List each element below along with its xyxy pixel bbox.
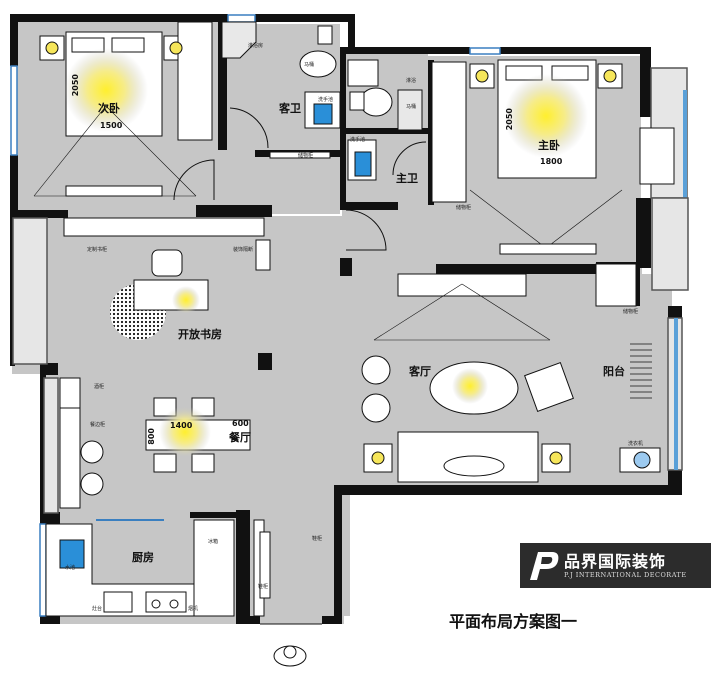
- master-bath-fixtures: [347, 59, 423, 181]
- label-storage-master: 储物柜: [456, 205, 472, 211]
- windows: [10, 14, 689, 617]
- logo-name-cn: 品界国际装饰: [564, 552, 667, 571]
- room-dining: 餐厅: [229, 431, 251, 444]
- dim-second-bed-width: 1500: [100, 121, 123, 130]
- study-furniture: [63, 217, 271, 340]
- label-toilet-guest: 马桶: [304, 62, 315, 68]
- dim-dining-table-side: 800: [147, 428, 156, 445]
- pj-logo-icon: [530, 552, 559, 580]
- dim-master-bed-length: 2050: [505, 108, 514, 131]
- room-open-study: 开放书房: [178, 328, 222, 341]
- plan-caption: 平面布局方案图一: [449, 612, 578, 631]
- label-sink: 水池: [65, 565, 76, 571]
- room-kitchen: 厨房: [132, 551, 154, 564]
- dining-furniture: [59, 377, 251, 521]
- spot-lights: [45, 41, 617, 465]
- label-washer: 洗衣机: [628, 441, 644, 447]
- room-balcony: 阳台: [603, 365, 625, 378]
- label-rangehood: 烟机: [188, 606, 199, 612]
- label-shoe-cabinet-2: 鞋柜: [312, 536, 323, 542]
- walls: [10, 14, 682, 624]
- label-washbasin-master: 洗手池: [350, 137, 366, 143]
- guest-bath-fixtures: [221, 21, 341, 159]
- room-living: 客厅: [409, 365, 431, 378]
- dim-dining-table-length: 1400: [170, 421, 193, 430]
- label-fridge: 冰箱: [208, 539, 219, 545]
- label-wine-cabinet: 酒柜: [94, 384, 105, 390]
- label-stove: 灶台: [92, 606, 103, 612]
- room-guest-bath: 客卫: [279, 102, 301, 115]
- label-toilet-master: 马桶: [406, 104, 417, 110]
- label-shower-room: 淋浴房: [248, 43, 264, 49]
- entrance-figure-icon: [273, 645, 307, 667]
- company-logo: 品界国际装饰 P.J INTERNATIONAL DECORATE: [520, 543, 711, 588]
- label-decor-partition: 装饰隔断: [233, 247, 254, 253]
- kitchen-fixtures: [59, 539, 187, 613]
- label-side-cabinet: 餐边柜: [90, 422, 106, 428]
- living-room-furniture: [361, 263, 661, 483]
- label-bookcase: 定制书柜: [87, 247, 108, 253]
- doors: [173, 107, 427, 625]
- room-second-bedroom: 次卧: [98, 102, 120, 115]
- label-shower-master: 淋浴: [406, 78, 417, 84]
- second-bedroom-furniture: [33, 21, 213, 197]
- room-master-bedroom: 主卧: [538, 139, 560, 152]
- label-shoe-cabinet-1: 鞋柜: [258, 584, 269, 590]
- master-bedroom-furniture: [431, 59, 675, 255]
- room-master-bath: 主卫: [396, 172, 418, 185]
- label-storage-balcony: 储物柜: [623, 309, 639, 315]
- label-storage-guest: 储物柜: [298, 153, 314, 159]
- dim-second-bed-length: 2050: [71, 74, 80, 97]
- dim-dining-table-width: 600: [232, 419, 249, 428]
- logo-name-en: P.J INTERNATIONAL DECORATE: [564, 571, 687, 579]
- dim-master-bed-width: 1800: [540, 157, 563, 166]
- balcony-hanger: [630, 343, 652, 399]
- label-washbasin-guest: 洗手池: [318, 97, 334, 103]
